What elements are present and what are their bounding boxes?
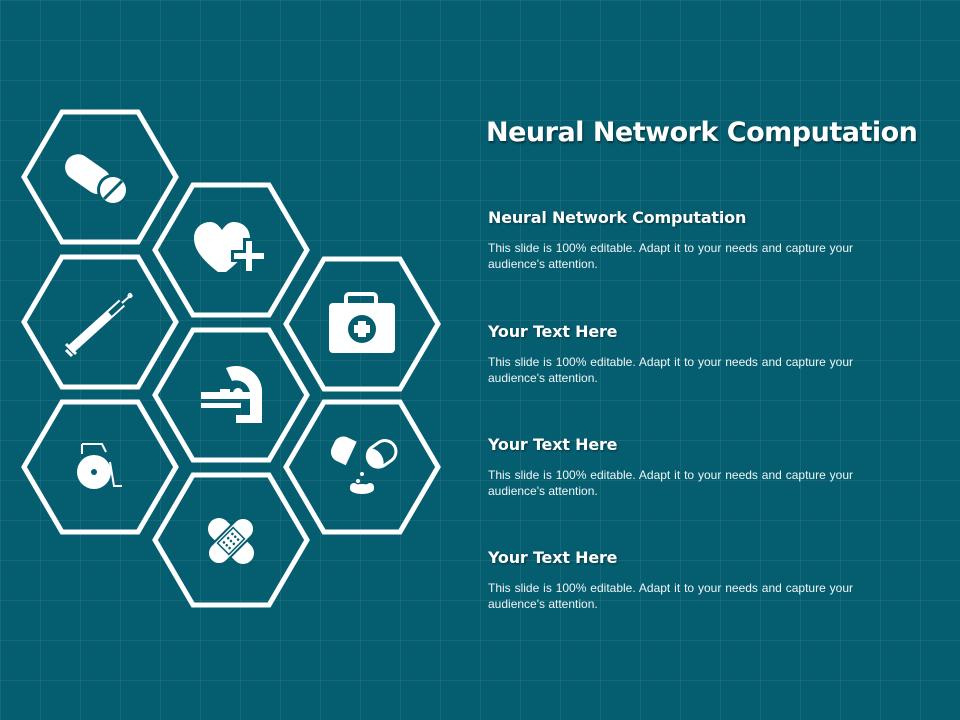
- bandage-icon: [206, 516, 256, 566]
- hexagon-1: [21, 109, 179, 245]
- text-block-3: Your Text Here This slide is 100% editab…: [488, 435, 853, 499]
- slide-title: Neural Network Computation: [486, 117, 918, 148]
- first-aid-kit-icon: [329, 292, 395, 353]
- syringe-icon: [64, 292, 133, 358]
- hexagon-3: [21, 254, 179, 390]
- text-block-body: This slide is 100% editable. Adapt it to…: [488, 581, 853, 611]
- text-block-heading: Your Text Here: [488, 548, 618, 567]
- text-block-1: Neural Network Computation This slide is…: [488, 208, 853, 272]
- text-block-heading: Neural Network Computation: [488, 208, 747, 227]
- hexagon-7: [283, 399, 441, 535]
- hexagon-6: [21, 399, 179, 535]
- text-block-4: Your Text Here This slide is 100% editab…: [488, 548, 853, 612]
- text-block-body: This slide is 100% editable. Adapt it to…: [488, 468, 853, 498]
- hexagon-icon-cluster: [21, 109, 441, 608]
- pills-dropping-icon: [330, 436, 398, 494]
- wheelchair-icon: [77, 443, 122, 489]
- text-block-heading: Your Text Here: [488, 322, 618, 341]
- hexagon-5: [152, 327, 310, 463]
- hexagon-8: [152, 472, 310, 608]
- heart-plus-icon: [194, 222, 267, 274]
- text-block-body: This slide is 100% editable. Adapt it to…: [488, 355, 853, 385]
- capsule-pill-icon: [65, 154, 129, 206]
- text-block-body: This slide is 100% editable. Adapt it to…: [488, 241, 853, 271]
- text-block-2: Your Text Here This slide is 100% editab…: [488, 322, 853, 386]
- hexagon-4: [283, 256, 441, 392]
- text-block-heading: Your Text Here: [488, 435, 618, 454]
- hexagon-2: [152, 182, 310, 318]
- mri-scanner-icon: [201, 365, 263, 423]
